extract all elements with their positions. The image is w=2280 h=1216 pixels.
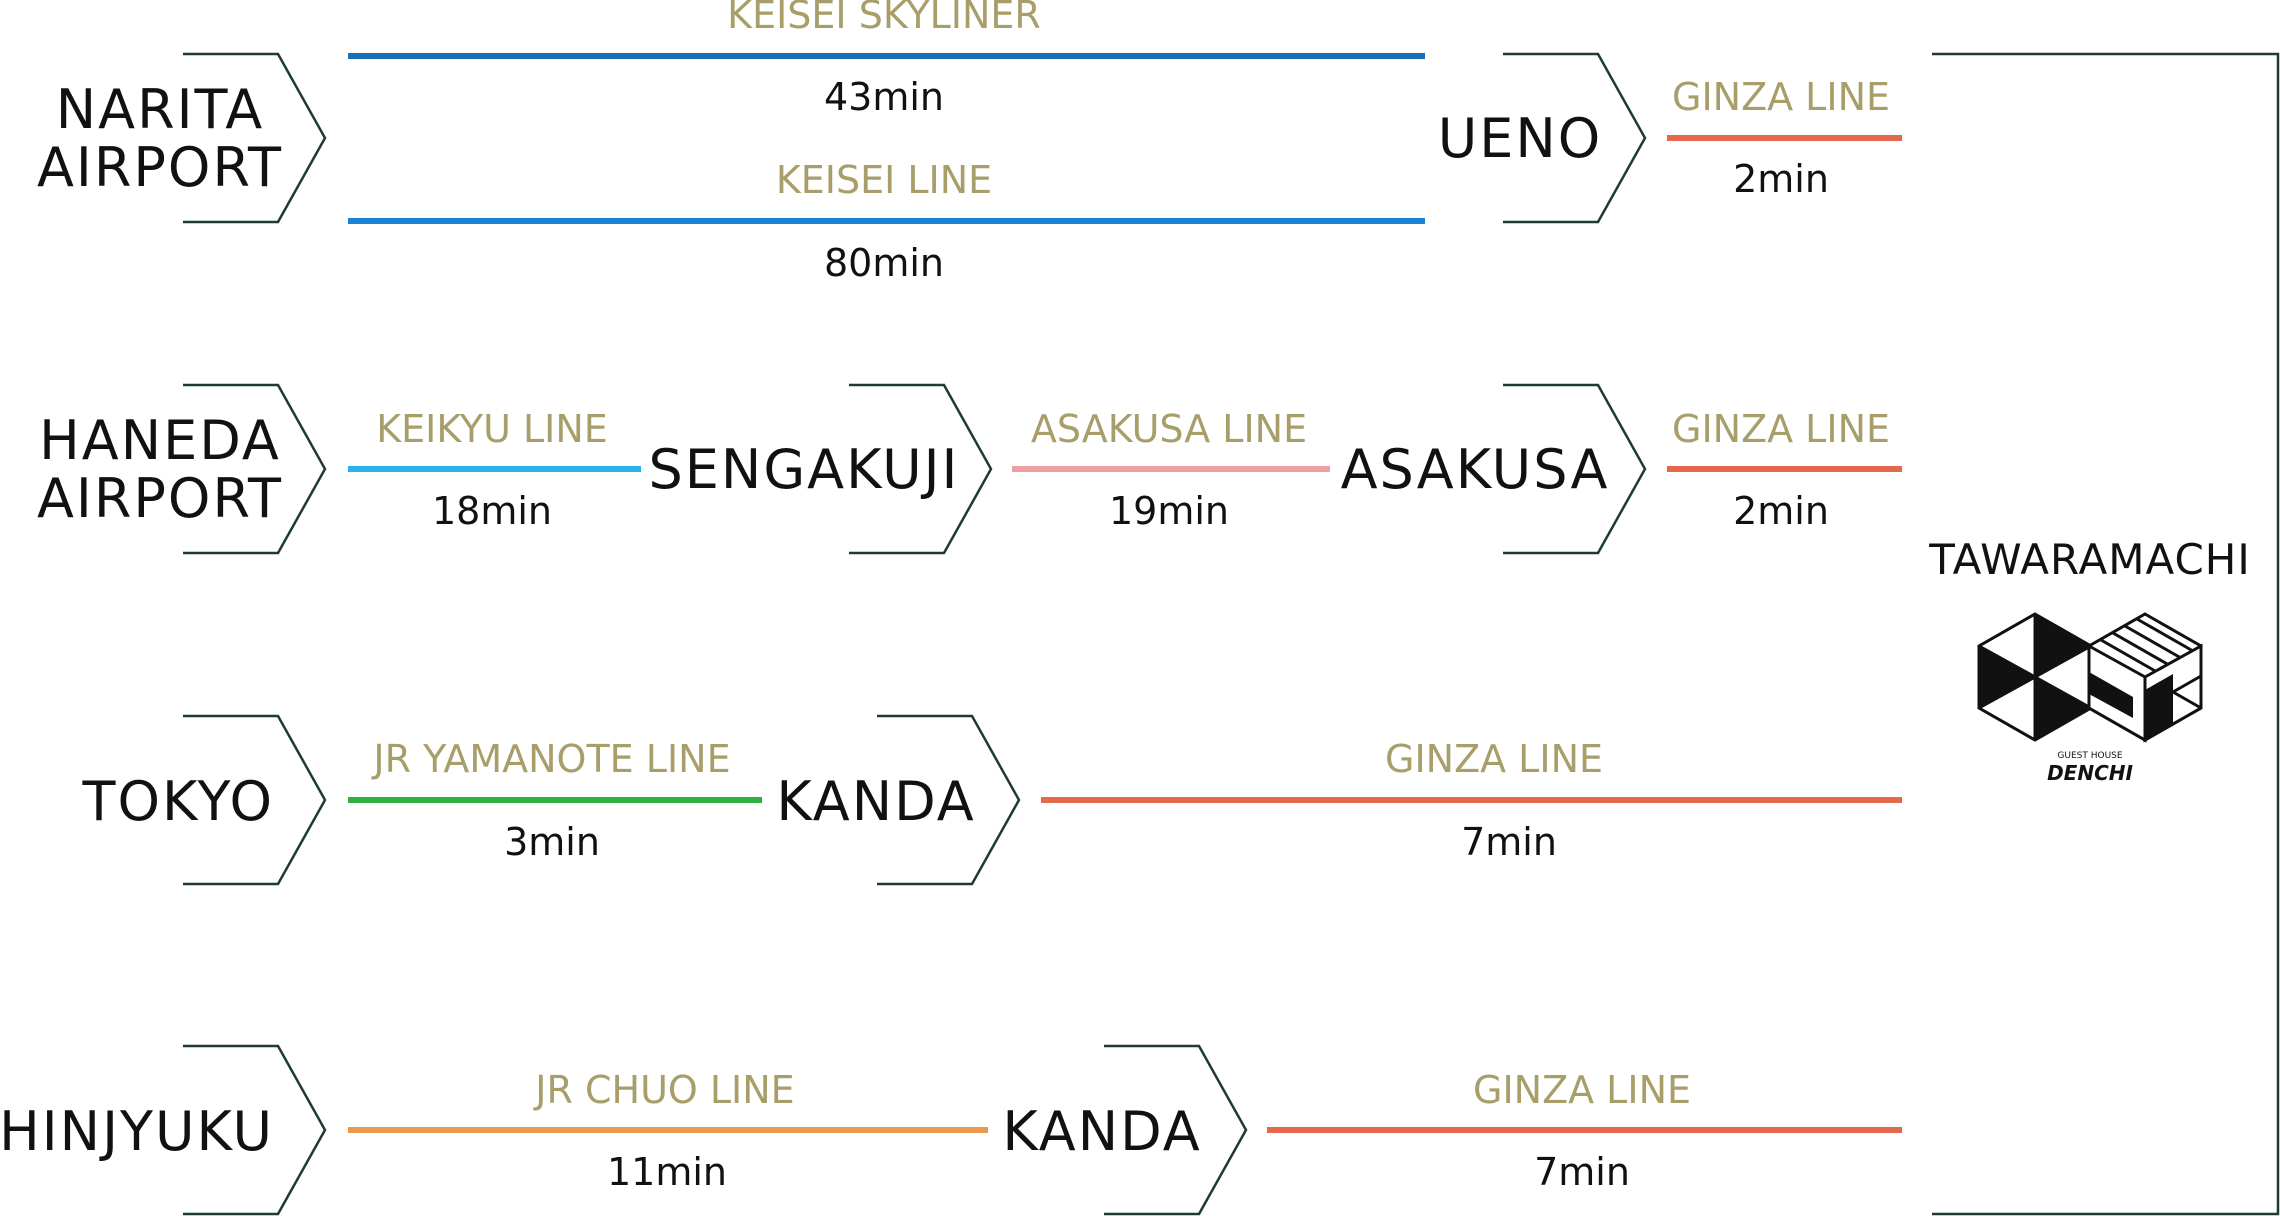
origin-station-line2: AIRPORT [37,136,283,199]
travel-time: 2min [1733,157,1829,201]
transfer-station: ASAKUSA [1341,438,1610,501]
transfer-station: KANDA [776,770,975,833]
origin-station-line1: NARITA [56,78,265,141]
line-label-ginza: GINZA LINE [1672,75,1890,119]
origin-chevron [183,1044,327,1216]
line-label-asakusa: ASAKUSA LINE [1031,407,1307,451]
line-label-keisei-skyliner: KEISEI SKYLINER [727,0,1041,37]
line-label-keikyu: KEIKYU LINE [376,407,608,451]
transfer-station: UENO [1438,107,1603,170]
destination-panel: TAWARAMACHI GUEST HOUSE DENCHI [1928,52,2280,1216]
line-label-jr-yamanote: JR YAMANOTE LINE [371,737,730,781]
route-shinjyuku: SHINJYUKU JR CHUO LINE 11min KANDA GINZA… [0,1044,1902,1216]
line-label-ginza: GINZA LINE [1672,407,1890,451]
travel-time: 3min [504,820,600,864]
origin-chevron [183,383,327,555]
origin-station: TOKYO [81,770,274,833]
denchi-cube-logo-icon [1977,612,2203,743]
line-label-ginza: GINZA LINE [1385,737,1603,781]
transfer-chevron [849,383,993,555]
origin-station-line1: HANEDA [39,409,281,472]
route-haneda: HANEDA AIRPORT KEIKYU LINE 18min SENGAKU… [37,383,1902,555]
line-label-jr-chuo: JR CHUO LINE [533,1068,794,1112]
transfer-chevron [1503,52,1647,224]
line-label-keisei-line: KEISEI LINE [776,158,992,202]
travel-time: 7min [1534,1150,1630,1194]
route-narita: NARITA AIRPORT KEISEI SKYLINER 43min KEI… [37,0,1902,285]
origin-chevron [183,714,327,886]
travel-time: 80min [824,241,944,285]
travel-time: 18min [432,489,552,533]
origin-chevron [183,52,327,224]
origin-station-line2: AIRPORT [37,467,283,530]
travel-time: 2min [1733,489,1829,533]
transfer-chevron [1104,1044,1248,1216]
transfer-station: SENGAKUJI [649,438,960,501]
transfer-station: KANDA [1002,1100,1201,1163]
line-label-ginza: GINZA LINE [1473,1068,1691,1112]
destination-bracket [1932,52,2280,1216]
logo-title: DENCHI [2047,761,2133,785]
travel-time: 7min [1461,820,1557,864]
origin-station: SHINJYUKU [0,1100,274,1163]
travel-time: 43min [824,75,944,119]
transfer-chevron [1503,383,1647,555]
travel-time: 11min [607,1150,727,1194]
logo-subtitle: GUEST HOUSE [2057,751,2122,761]
travel-time: 19min [1109,489,1229,533]
transfer-chevron [877,714,1021,886]
route-tokyo: TOKYO JR YAMANOTE LINE 3min KANDA GINZA … [81,714,1902,886]
destination-name: TAWARAMACHI [1928,535,2251,584]
